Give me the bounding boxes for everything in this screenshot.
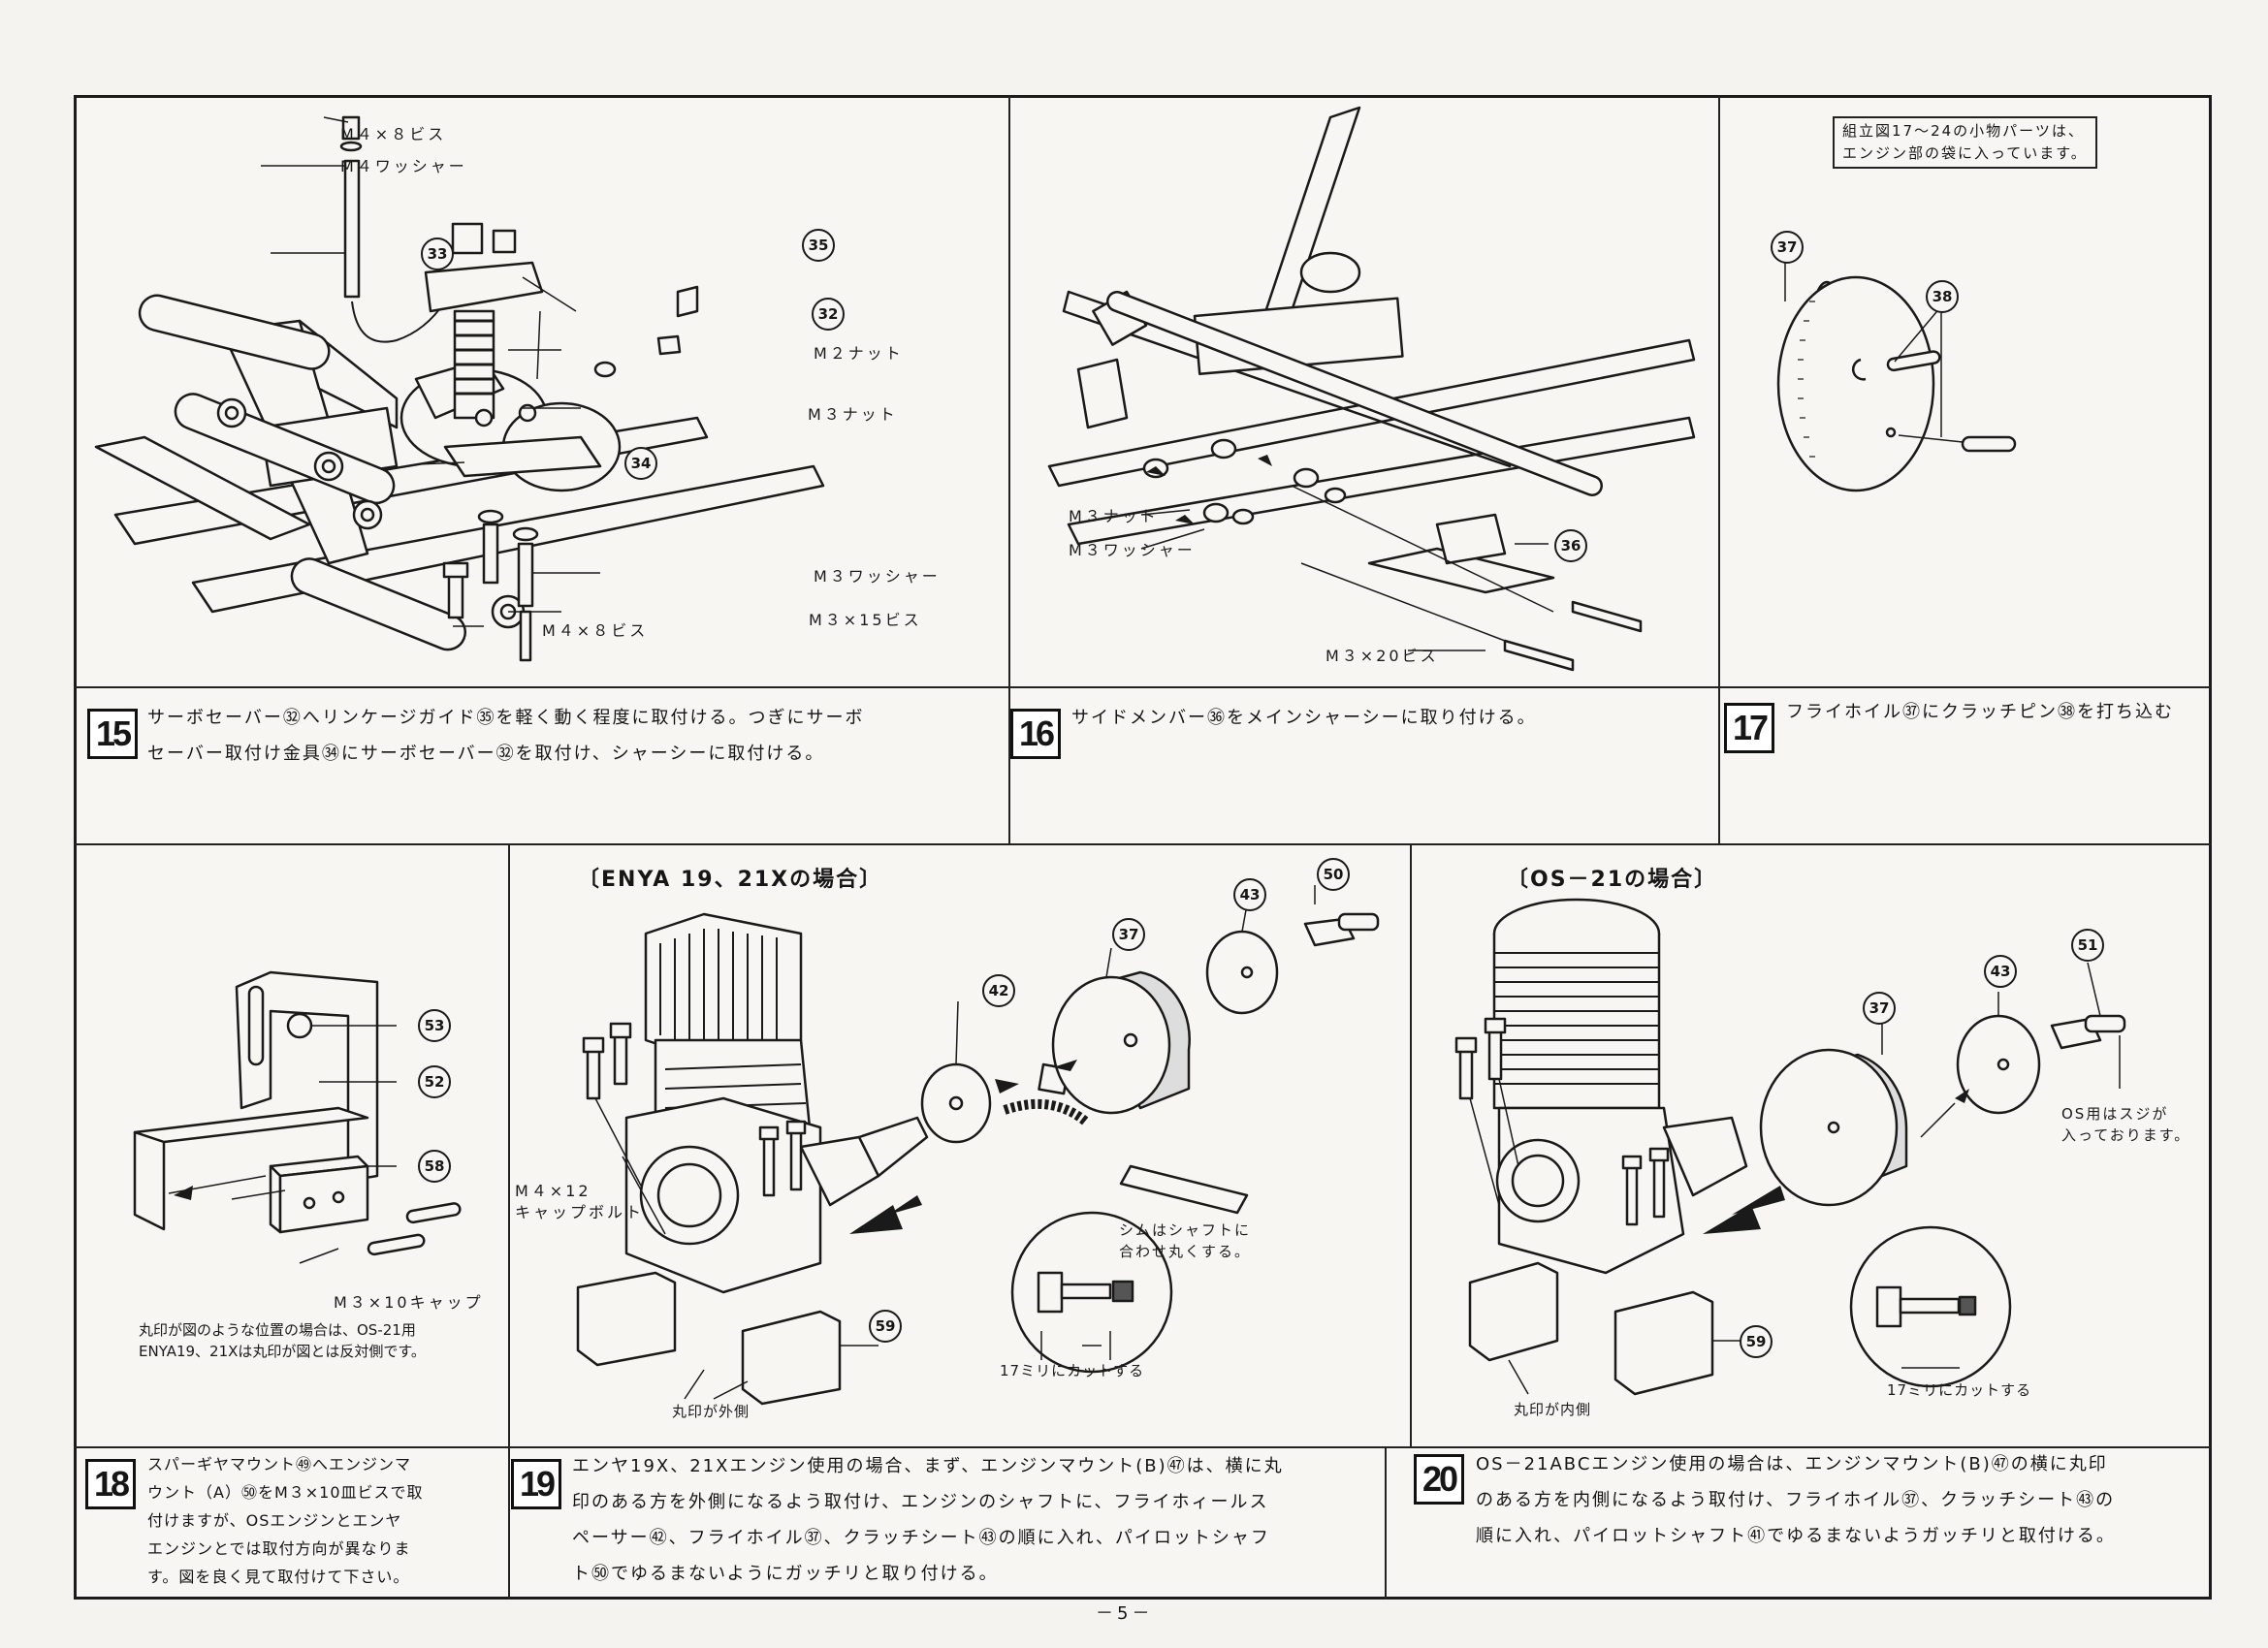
part-number-43-19: 43 bbox=[1233, 878, 1266, 911]
label-m4x12-cap-bolt: M４×12 キャップボルト bbox=[515, 1181, 644, 1223]
step18-line3: 付けますが、OSエンジンとエンヤ bbox=[147, 1511, 402, 1530]
part-number-34: 34 bbox=[624, 447, 657, 480]
part-number-43-20: 43 bbox=[1984, 955, 2017, 988]
step-number-15: 15 bbox=[87, 709, 138, 759]
step19-diagram: 〔ENYA 19、21Xの場合〕 42 37 43 50 59 M４×12 キャ… bbox=[510, 846, 1409, 1445]
step19-description: エンヤ19X、21Xエンジン使用の場合、まず、エンジンマウント(B)㊼は、横に丸… bbox=[572, 1448, 1284, 1592]
label-shim-note: シムはシャフトに 合わせ丸くする。 bbox=[1119, 1220, 1251, 1262]
step19-line3: ペーサー㊷、フライホイル㊲、クラッチシート㊸の順に入れ、パイロットシャフ bbox=[572, 1528, 1270, 1548]
label-cut-17mm-19: 17ミリにカットする bbox=[1000, 1362, 1145, 1379]
step20-line3: 順に入れ、パイロットシャフト㊶でゆるまないようガッチリと取付ける。 bbox=[1476, 1526, 2116, 1546]
step15-line2: セーバー取付け金具㉞にサーボセーバー㉜を取付け、シャーシーに取付ける。 bbox=[147, 744, 825, 764]
divider-col-2 bbox=[1718, 95, 1720, 843]
part-number-35: 35 bbox=[802, 229, 835, 262]
step15-description: サーボセーバー㉜へリンケージガイド㉟を軽く動く程度に取付ける。つぎにサーボ セー… bbox=[147, 700, 1001, 772]
step-number-17: 17 bbox=[1724, 703, 1774, 753]
label-m3x20-bolt: M３×20ビス bbox=[1326, 647, 1439, 665]
servo-saver-assembly-drawing bbox=[94, 115, 825, 662]
step17-diagram: 37 38 bbox=[1720, 98, 2210, 685]
divider-text-18 bbox=[508, 1446, 510, 1600]
divider-top-diagrams bbox=[74, 686, 2212, 688]
label-m3-washer-16: M３ワッシャー bbox=[1069, 541, 1196, 559]
step-number-16: 16 bbox=[1010, 709, 1061, 759]
step16-description: サイドメンバー㊱をメインシャーシーに取り付ける。 bbox=[1071, 708, 1537, 728]
step15-line1: サーボセーバー㉜へリンケージガイド㉟を軽く動く程度に取付ける。つぎにサーボ bbox=[147, 708, 865, 728]
step18-diagram: 53 52 58 M３×10キャップ 丸印が図のような位置の場合は、OS-21用… bbox=[77, 846, 507, 1445]
step-number-18: 18 bbox=[85, 1459, 136, 1509]
divider-top-row bbox=[74, 843, 2212, 845]
divider-bottom-diagrams bbox=[74, 1446, 2212, 1448]
flywheel-clutch-pin-drawing bbox=[1776, 243, 2017, 492]
part-number-42: 42 bbox=[982, 974, 1015, 1007]
step-number-19: 19 bbox=[511, 1459, 561, 1509]
label-shim-line1: シムはシャフトに bbox=[1119, 1221, 1252, 1239]
os21-engine-assembly-drawing bbox=[1454, 898, 2126, 1396]
part-number-59-19: 59 bbox=[869, 1310, 902, 1343]
engine-mount-a-drawing bbox=[133, 970, 462, 1264]
step20-heading: 〔OS－21の場合〕 bbox=[1507, 868, 1718, 892]
label-m3-nut: M３ナット bbox=[808, 405, 898, 424]
step19-heading: 〔ENYA 19、21Xの場合〕 bbox=[578, 868, 883, 892]
part-number-33: 33 bbox=[421, 238, 454, 270]
label-os-note-line2: 入っております。 bbox=[2061, 1126, 2191, 1144]
page-number: －5－ bbox=[1096, 1603, 1154, 1624]
step19-line2: 印のある方を外側になるよう取付け、エンジンのシャフトに、フライホィールス bbox=[572, 1492, 1269, 1512]
part-number-36: 36 bbox=[1554, 529, 1587, 562]
label-cut-17mm-20: 17ミリにカットする bbox=[1887, 1381, 2032, 1399]
label-m3-washer: M３ワッシャー bbox=[814, 567, 941, 586]
part-number-58: 58 bbox=[418, 1150, 451, 1183]
part-number-32: 32 bbox=[812, 298, 845, 331]
step18-line2: ウント（A）㊿をM３×10皿ビスで取 bbox=[147, 1483, 424, 1502]
small-parts-note: 組立図17～24の小物パーツは、 エンジン部の袋に入っています。 bbox=[1833, 116, 2097, 169]
step18-caption-line2: ENYA19、21Xは丸印が図とは反対側です。 bbox=[139, 1343, 426, 1360]
label-shim-line2: 合わせ丸くする。 bbox=[1119, 1243, 1252, 1260]
part-number-37-20: 37 bbox=[1863, 992, 1896, 1025]
part-number-59-20: 59 bbox=[1740, 1325, 1773, 1358]
label-m4x8-bolt-top: M４×８ビス bbox=[340, 125, 447, 143]
label-m3-nut-16: M３ナット bbox=[1069, 507, 1159, 525]
small-parts-note-line1: 組立図17～24の小物パーツは、 bbox=[1842, 122, 2085, 140]
label-os-note-line1: OS用はスジが bbox=[2061, 1105, 2169, 1123]
step18-caption-line1: 丸印が図のような位置の場合は、OS-21用 bbox=[139, 1321, 416, 1339]
step20-diagram: 〔OS－21の場合〕 37 43 51 59 OS用はスジが 入っております。 … bbox=[1412, 846, 2210, 1445]
divider-col-3 bbox=[508, 843, 510, 1446]
part-number-51: 51 bbox=[2071, 929, 2104, 962]
step17-description: フライホイル㊲にクラッチピン㊳を打ち込む bbox=[1786, 702, 2174, 722]
part-number-37-19: 37 bbox=[1112, 918, 1145, 951]
part-number-37-17: 37 bbox=[1771, 231, 1804, 264]
step20-line2: のある方を内側になるよう取付け、フライホイル㊲、クラッチシート㊸の bbox=[1476, 1490, 2116, 1510]
step18-description: スパーギヤマウント㊾へエンジンマ ウント（A）㊿をM３×10皿ビスで取 付けます… bbox=[147, 1450, 424, 1591]
step18-line4: エンジンとでは取付方向が異なりま bbox=[147, 1539, 411, 1558]
divider-col-1 bbox=[1008, 95, 1010, 843]
step-number-20: 20 bbox=[1414, 1454, 1464, 1505]
enya-engine-assembly-drawing bbox=[576, 885, 1380, 1406]
step18-line1: スパーギヤマウント㊾へエンジンマ bbox=[147, 1455, 412, 1474]
part-number-52: 52 bbox=[418, 1065, 451, 1098]
step18-line5: す。図を良く見て取付けて下さい。 bbox=[147, 1568, 410, 1586]
label-m3x10-cap: M３×10キャップ bbox=[334, 1293, 484, 1312]
part-number-53: 53 bbox=[418, 1009, 451, 1042]
step20-line1: OS－21ABCエンジン使用の場合は、エンジンマウント(B)㊼の横に丸印 bbox=[1476, 1454, 2108, 1474]
step20-description: OS－21ABCエンジン使用の場合は、エンジンマウント(B)㊼の横に丸印 のある… bbox=[1476, 1446, 2116, 1554]
step19-line4: ト㊿でゆるまないようにガッチリと取り付ける。 bbox=[572, 1564, 999, 1584]
divider-text-19 bbox=[1385, 1446, 1387, 1600]
label-m4x8-bolt-bottom: M４×８ビス bbox=[542, 621, 649, 640]
small-parts-note-line2: エンジン部の袋に入っています。 bbox=[1842, 144, 2088, 162]
label-os-note: OS用はスジが 入っております。 bbox=[2061, 1103, 2190, 1146]
step18-caption: 丸印が図のような位置の場合は、OS-21用 ENYA19、21Xは丸印が図とは反… bbox=[139, 1319, 426, 1362]
step16-diagram: M３ナット M３ワッシャー 36 M３×20ビス bbox=[1010, 98, 1717, 685]
part-number-50: 50 bbox=[1317, 858, 1350, 891]
side-member-assembly-drawing bbox=[1047, 106, 1696, 672]
part-number-38: 38 bbox=[1926, 280, 1959, 313]
label-m4-washer: M４ワッシャー bbox=[340, 157, 467, 175]
label-outside-mark: 丸印が外側 bbox=[672, 1403, 751, 1420]
label-m3x15-bolt: M３×15ビス bbox=[809, 611, 922, 629]
label-m2-nut: M２ナット bbox=[814, 344, 904, 363]
label-inside-mark: 丸印が内側 bbox=[1514, 1401, 1592, 1418]
label-m4x12-line1: M４×12 bbox=[515, 1182, 591, 1200]
step15-diagram: M４×８ビス M４ワッシャー 33 35 32 M２ナット M３ナット 34 M… bbox=[77, 98, 1007, 685]
step19-line1: エンヤ19X、21Xエンジン使用の場合、まず、エンジンマウント(B)㊼は、横に丸 bbox=[572, 1456, 1284, 1476]
divider-col-4 bbox=[1410, 843, 1412, 1446]
label-m4x12-line2: キャップボルト bbox=[515, 1203, 645, 1221]
